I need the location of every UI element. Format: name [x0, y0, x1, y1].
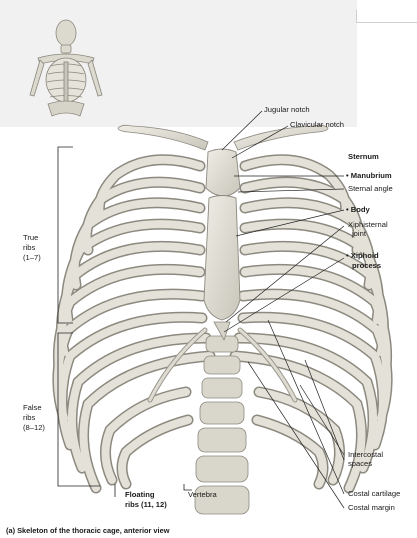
label-xiphoid-1: • Xiphoid: [346, 252, 379, 261]
figure-caption: (a) Skeleton of the thoracic cage, anter…: [6, 526, 169, 535]
label-costal-cartilage: Costal cartilage: [348, 490, 400, 499]
label-true-ribs-1: True: [23, 234, 38, 243]
ribcage-illustration: [58, 125, 387, 514]
label-clavicular-notch: Clavicular notch: [290, 121, 344, 130]
label-vertebra: Vertebra: [188, 491, 217, 500]
label-floating-ribs-2: ribs (11, 12): [125, 501, 167, 510]
label-true-ribs-2: ribs: [23, 244, 35, 253]
label-xiphoid-2: process: [352, 262, 381, 271]
label-false-ribs-3: (8–12): [23, 424, 45, 433]
label-floating-ribs-1: Floating: [125, 491, 155, 500]
label-jugular-notch: Jugular notch: [264, 106, 310, 115]
label-sternal-angle: Sternal angle: [348, 185, 393, 194]
label-costal-margin: Costal margin: [348, 504, 395, 513]
label-manubrium: • Manubrium: [346, 172, 392, 181]
label-xiphisternal-2: joint: [352, 230, 366, 239]
label-false-ribs-2: ribs: [23, 414, 35, 423]
skeleton-thumbnail: [30, 20, 102, 116]
label-sternum-heading: Sternum: [348, 153, 379, 162]
label-body: • Body: [346, 206, 370, 215]
label-true-ribs-3: (1–7): [23, 254, 41, 263]
label-intercostal-2: spaces: [348, 460, 372, 469]
label-false-ribs-1: False: [23, 404, 42, 413]
